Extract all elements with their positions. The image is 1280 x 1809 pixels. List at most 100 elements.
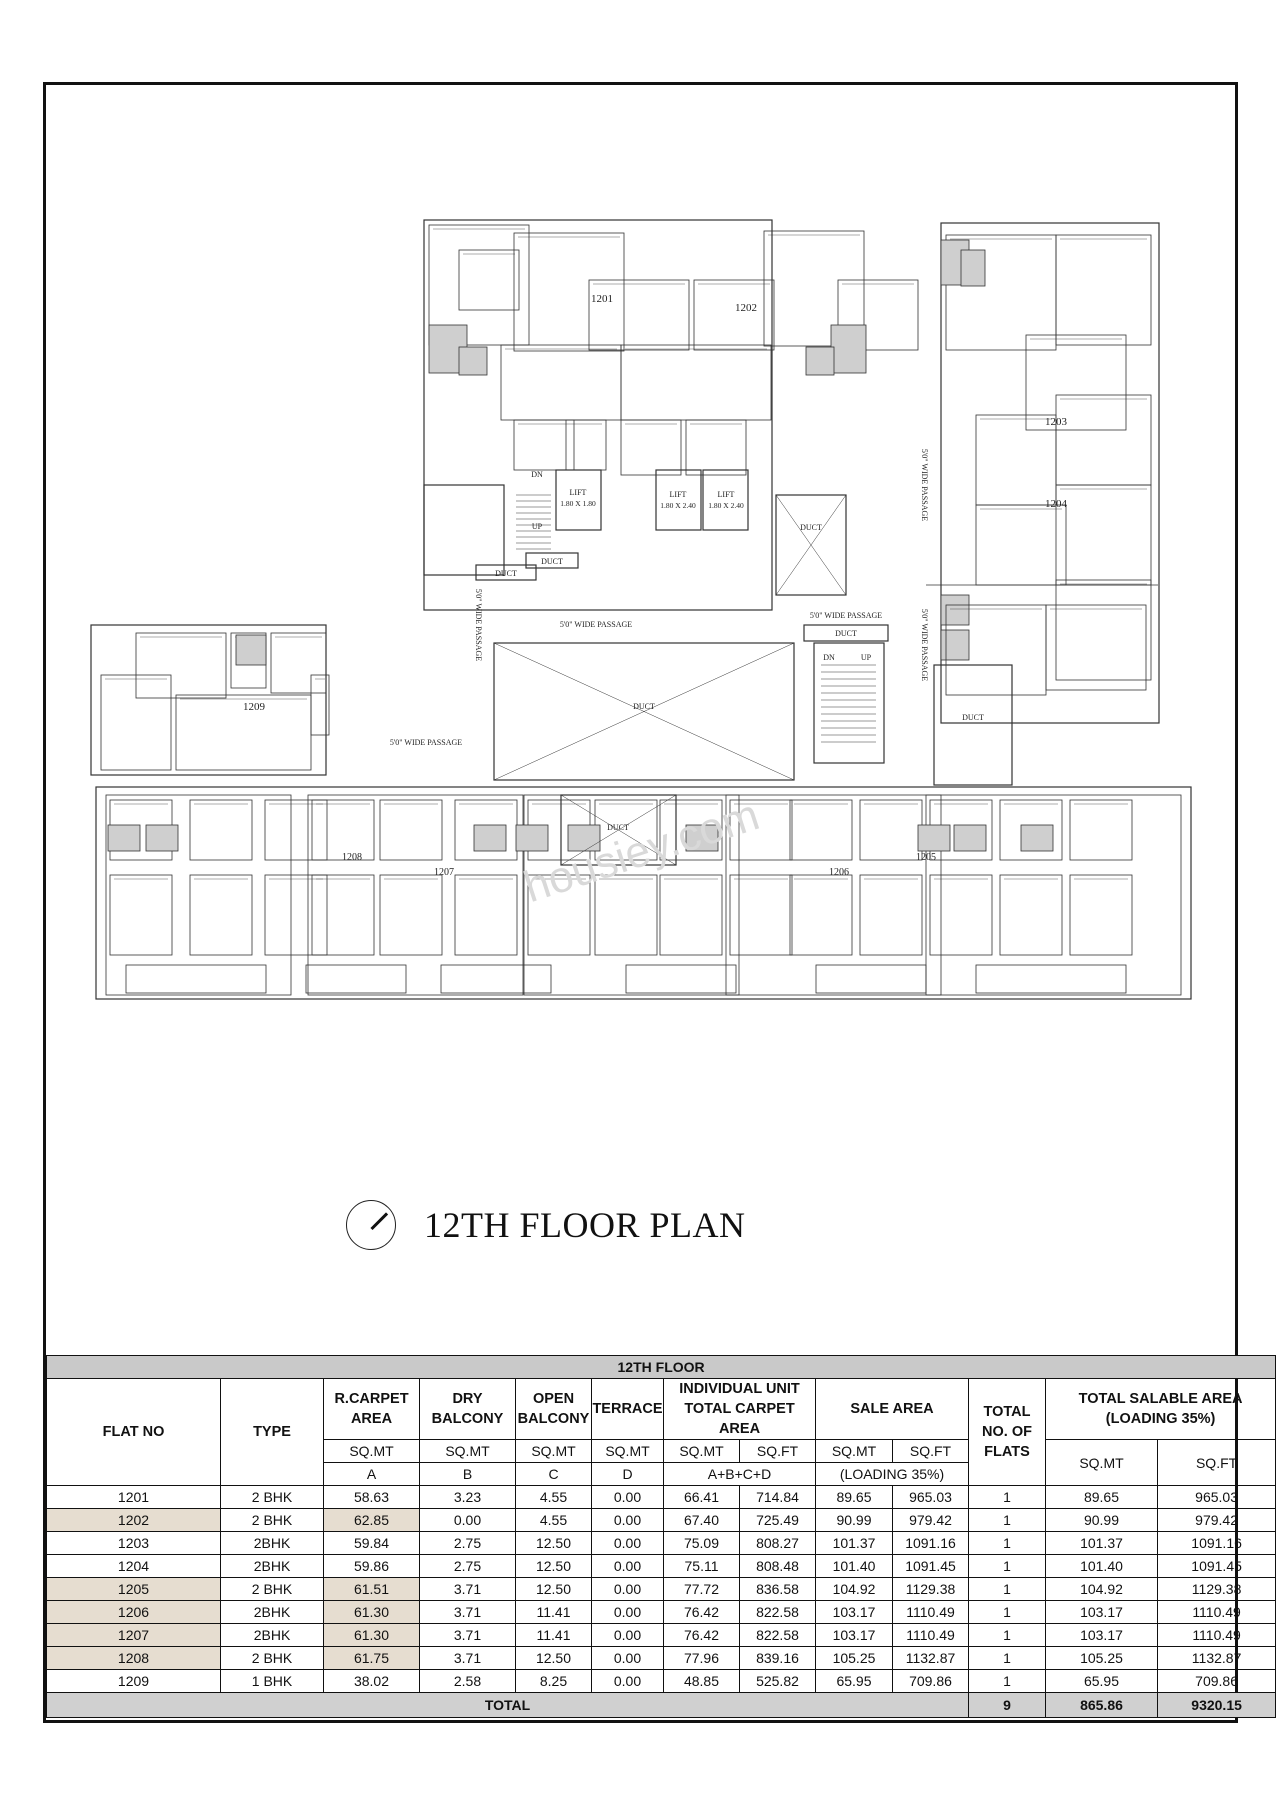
- plan-room: [100, 674, 172, 771]
- cell-sale-sqmt: 103.17: [815, 1600, 893, 1624]
- cell-sale-sqft: 1110.49: [892, 1623, 969, 1647]
- plan-room: [513, 232, 625, 352]
- cell-sale-sqft: 979.42: [892, 1508, 969, 1532]
- plan-toilet: [567, 824, 601, 852]
- area-table: 12TH FLOOR FLAT NO TYPE R.CARPET AREA DR…: [45, 1355, 1277, 1718]
- cell-sale-sqft: 1091.45: [892, 1554, 969, 1578]
- cell-sale-sqmt: 104.92: [815, 1577, 893, 1601]
- plan-unit-1209: 1209: [243, 701, 266, 713]
- cell-ind-sqmt: 48.85: [663, 1669, 740, 1693]
- cell-total-sqmt: 65.95: [1045, 1669, 1158, 1693]
- cell-sale-sqmt: 101.40: [815, 1554, 893, 1578]
- code-d: D: [591, 1462, 664, 1486]
- header-flat-no: FLAT NO: [46, 1378, 221, 1486]
- plan-title: 12TH FLOOR PLAN: [424, 1205, 746, 1245]
- plan-toilet: [515, 824, 549, 852]
- cell-dry: 0.00: [419, 1508, 516, 1532]
- plan-room: [454, 874, 518, 956]
- cell-ind-sqmt: 76.42: [663, 1600, 740, 1624]
- plan-toilet: [107, 824, 141, 852]
- plan-toilet: [830, 324, 867, 374]
- plan-room: [859, 799, 923, 861]
- unit-d-sqmt: SQ.MT: [591, 1439, 664, 1463]
- cell-flats: 1: [968, 1485, 1046, 1509]
- cell-total-sqmt: 103.17: [1045, 1600, 1158, 1624]
- cell-total-sqft: 1132.87: [1156, 1646, 1277, 1670]
- plan-passage-right2: 5'0" WIDE PASSAGE: [920, 609, 929, 681]
- plan-block-bottom: [95, 786, 1192, 1000]
- unit-sale-sqft: SQ.FT: [892, 1439, 969, 1463]
- unit-b-sqmt: SQ.MT: [419, 1439, 516, 1463]
- plan-room: [789, 874, 853, 956]
- cell-sale-sqmt: 89.65: [815, 1485, 893, 1509]
- cell-flats: 1: [968, 1623, 1046, 1647]
- plan-room: [565, 419, 607, 471]
- cell-flat-no: 1203: [46, 1531, 221, 1555]
- plan-passage-right: 5'0" WIDE PASSAGE: [920, 449, 929, 521]
- cell-terrace: 0.00: [591, 1531, 664, 1555]
- cell-carpet: 38.02: [323, 1669, 420, 1693]
- plan-duct-label2: DUCT: [835, 629, 857, 638]
- unit-ind-sqmt: SQ.MT: [663, 1439, 740, 1463]
- plan-toilet: [235, 634, 267, 666]
- plan-room: [189, 799, 253, 861]
- cell-ind-sqft: 725.49: [739, 1508, 816, 1532]
- cell-flat-no: 1208: [46, 1646, 221, 1670]
- cell-carpet: 62.85: [323, 1508, 420, 1532]
- cell-ind-sqft: 525.82: [739, 1669, 816, 1693]
- cell-dry: 3.71: [419, 1577, 516, 1601]
- plan-room: [1069, 799, 1133, 861]
- plan-duct-x: [775, 494, 847, 596]
- plan-room: [527, 874, 591, 956]
- cell-terrace: 0.00: [591, 1669, 664, 1693]
- plan-toilet: [685, 824, 719, 852]
- plan-toilet: [1020, 824, 1054, 852]
- plan-stair-dn: DN: [531, 470, 543, 479]
- cell-total-sqft: 1129.38: [1156, 1577, 1277, 1601]
- plan-room: [1069, 874, 1133, 956]
- plan-room: [729, 874, 793, 956]
- cell-total-sqft: 1091.16: [1156, 1531, 1277, 1555]
- cell-terrace: 0.00: [591, 1554, 664, 1578]
- cell-ind-sqmt: 77.96: [663, 1646, 740, 1670]
- cell-dry: 2.75: [419, 1554, 516, 1578]
- plan-toilet: [953, 824, 987, 852]
- cell-flats: 1: [968, 1554, 1046, 1578]
- cell-flat-no: 1206: [46, 1600, 221, 1624]
- plan-toilet: [805, 346, 835, 376]
- cell-flats: 1: [968, 1600, 1046, 1624]
- cell-flat-no: 1202: [46, 1508, 221, 1532]
- plan-room: [659, 799, 723, 861]
- cell-open: 4.55: [515, 1485, 592, 1509]
- total-sqmt: 865.86: [1045, 1692, 1158, 1718]
- plan-room: [975, 414, 1057, 506]
- plan-room: [513, 419, 575, 471]
- cell-type: 2 BHK: [220, 1577, 324, 1601]
- cell-sale-sqft: 1129.38: [892, 1577, 969, 1601]
- plan-block-1209: [90, 624, 327, 776]
- plan-room: [1055, 394, 1152, 486]
- cell-carpet: 61.75: [323, 1646, 420, 1670]
- plan-core: [493, 642, 795, 781]
- cell-total-sqmt: 103.17: [1045, 1623, 1158, 1647]
- cell-dry: 3.71: [419, 1600, 516, 1624]
- plan-duct-label: DUCT: [495, 569, 517, 578]
- plan-duct-label: DUCT: [541, 557, 563, 566]
- cell-type: 2 BHK: [220, 1485, 324, 1509]
- plan-lift-dim: 1.80 X 2.40: [660, 501, 696, 510]
- plan-unit-1207: 1207: [434, 867, 454, 878]
- plan-duct: [933, 664, 1013, 786]
- plan-unit-1206: 1206: [829, 867, 849, 878]
- cell-sale-sqmt: 65.95: [815, 1669, 893, 1693]
- cell-flat-no: 1209: [46, 1669, 221, 1693]
- code-c: C: [515, 1462, 592, 1486]
- code-a: A: [323, 1462, 420, 1486]
- unit-total-sqft: SQ.FT: [1156, 1439, 1277, 1486]
- plan-room: [270, 632, 327, 694]
- cell-total-sqft: 1110.49: [1156, 1600, 1277, 1624]
- cell-flats: 1: [968, 1646, 1046, 1670]
- plan-unit-1203: 1203: [1045, 416, 1068, 428]
- header-carpet: R.CARPET AREA: [323, 1378, 420, 1440]
